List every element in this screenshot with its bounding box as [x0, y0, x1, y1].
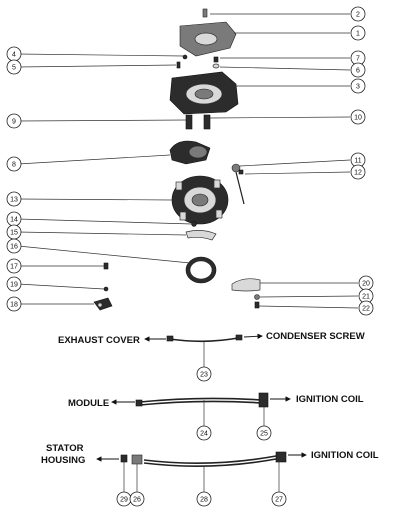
svg-text:5: 5 [12, 65, 16, 72]
part-stator [171, 175, 229, 225]
svg-text:20: 20 [362, 281, 370, 288]
callout-5: 5 [6, 59, 22, 75]
callout-8: 8 [6, 156, 22, 172]
wire-24 [135, 397, 263, 407]
svg-text:15: 15 [10, 230, 18, 237]
svg-text:HOUSING: HOUSING [41, 455, 85, 466]
svg-text:28: 28 [200, 497, 208, 504]
svg-text:CONDENSER SCREW: CONDENSER SCREW [266, 331, 365, 342]
callout-13: 13 [6, 191, 22, 207]
svg-text:13: 13 [10, 197, 18, 204]
svg-text:26: 26 [133, 497, 141, 504]
part-small-screws-right [212, 56, 220, 69]
svg-text:8: 8 [12, 162, 16, 169]
part-clips [185, 114, 211, 130]
svg-text:IGNITION COIL: IGNITION COIL [296, 394, 364, 405]
callout-27: 27 [271, 491, 287, 507]
callout-14: 14 [6, 211, 22, 227]
callout-19: 19 [6, 276, 22, 292]
part-housing [169, 71, 239, 115]
part-small-screws-left [176, 54, 188, 69]
callout-15: 15 [6, 224, 22, 240]
svg-text:11: 11 [354, 158, 361, 165]
svg-text:22: 22 [362, 306, 370, 313]
part-trigger-coil [169, 140, 211, 165]
svg-text:MODULE: MODULE [68, 398, 109, 409]
svg-text:2: 2 [356, 12, 360, 19]
svg-text:18: 18 [10, 302, 18, 309]
label-stator-housing: STATOR HOUSING [41, 443, 119, 466]
callout-28: 28 [196, 491, 212, 507]
svg-text:19: 19 [10, 282, 18, 289]
svg-text:29: 29 [120, 497, 128, 504]
part-lower-right [231, 278, 261, 309]
part-lower-left [93, 262, 113, 311]
callout-24: 24 [196, 425, 212, 441]
svg-text:27: 27 [275, 497, 283, 504]
svg-text:14: 14 [10, 217, 18, 224]
part-connector-27 [275, 451, 287, 463]
part-bracket [231, 163, 245, 205]
wire-28 [143, 455, 277, 467]
svg-text:24: 24 [200, 431, 208, 438]
svg-text:IGNITION COIL: IGNITION COIL [311, 450, 379, 461]
svg-text:6: 6 [356, 68, 360, 75]
part-connector-25 [258, 392, 269, 408]
callout-4: 4 [6, 46, 22, 62]
svg-text:25: 25 [260, 431, 268, 438]
callout-16: 16 [6, 238, 22, 254]
svg-text:17: 17 [10, 264, 18, 271]
callout-1: 1 [350, 25, 366, 41]
callout-9: 9 [6, 113, 22, 129]
callout-25: 25 [256, 425, 272, 441]
callout-29: 29 [116, 491, 132, 507]
callout-6: 6 [350, 62, 366, 78]
label-condenser-screw: CONDENSER SCREW [243, 331, 365, 342]
label-ignition-coil-2: IGNITION COIL [288, 450, 379, 461]
callout-20: 20 [358, 275, 374, 291]
part-screw-top [202, 8, 208, 18]
callout-26: 26 [129, 491, 145, 507]
callout-3: 3 [350, 78, 366, 94]
svg-text:10: 10 [354, 115, 362, 122]
callout-2: 2 [350, 6, 366, 22]
leader-lines [17, 13, 359, 492]
part-cover-plate [179, 21, 237, 57]
svg-text:23: 23 [200, 372, 208, 379]
svg-text:12: 12 [354, 170, 362, 177]
svg-text:STATOR: STATOR [46, 443, 84, 454]
svg-text:1: 1 [356, 31, 360, 38]
callout-18: 18 [6, 296, 22, 312]
svg-text:21: 21 [362, 294, 370, 301]
svg-text:7: 7 [356, 56, 360, 63]
svg-text:3: 3 [356, 84, 360, 91]
svg-text:EXHAUST COVER: EXHAUST COVER [58, 335, 140, 346]
label-module: MODULE [68, 398, 135, 409]
svg-text:9: 9 [12, 119, 16, 126]
callout-23: 23 [196, 366, 212, 382]
callout-12: 12 [350, 164, 366, 180]
svg-text:16: 16 [10, 244, 18, 251]
part-ring [185, 256, 217, 284]
svg-text:4: 4 [12, 52, 16, 59]
callout-17: 17 [6, 258, 22, 274]
callout-10: 10 [350, 109, 366, 125]
callout-7: 7 [350, 50, 366, 66]
label-ignition-coil-1: IGNITION COIL [270, 394, 364, 405]
label-exhaust-cover: EXHAUST COVER [58, 335, 166, 346]
callout-22: 22 [358, 300, 374, 316]
part-retainer [185, 221, 217, 241]
wire-23 [166, 334, 243, 343]
